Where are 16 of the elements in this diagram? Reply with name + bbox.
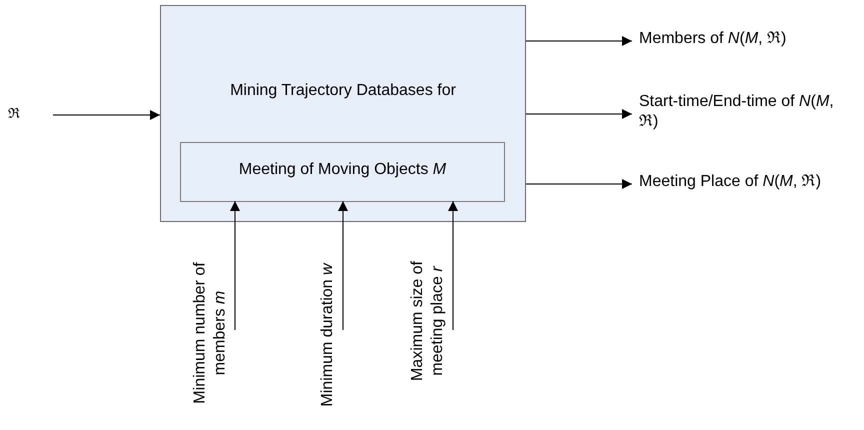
arrow (230, 200, 240, 330)
process-box (180, 142, 505, 202)
parameter-label: Minimum duration w (318, 245, 340, 425)
arrow (526, 109, 632, 119)
output-label: Members of N(M, ℜ) (639, 29, 859, 53)
output-label: Start-time/End-time of N(M, ℜ) (639, 92, 834, 136)
arrow (526, 36, 632, 46)
output-label: Meeting Place of N(M, ℜ) (639, 172, 864, 196)
arrow (526, 179, 632, 189)
arrow (338, 200, 348, 330)
input-symbol: ℜ (8, 104, 38, 126)
box-title: Meeting of Moving Objects M (238, 161, 448, 179)
arrow (448, 200, 458, 330)
box-title: Mining Trajectory Databases for (229, 82, 457, 100)
system-box (160, 5, 526, 222)
arrow (52, 110, 160, 120)
